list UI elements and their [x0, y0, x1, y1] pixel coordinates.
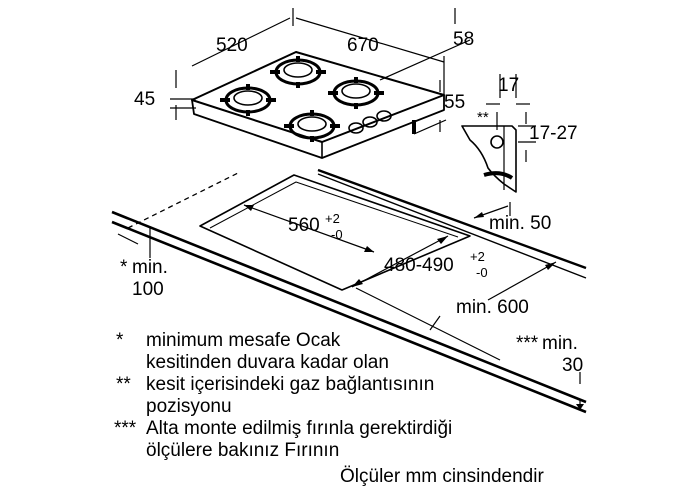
cutout — [199, 174, 471, 291]
min-below-value: 30 — [562, 355, 584, 376]
cutout-width-tol-lower: -0 — [331, 227, 343, 242]
bracket-thickness-label: 17-27 — [529, 123, 578, 144]
note-2-marker: ** — [116, 374, 131, 395]
gas-connection-marker: ** — [477, 109, 489, 126]
cutout-depth-tol-upper: +2 — [470, 249, 485, 264]
note-1-line-1: minimum mesafe Ocak — [146, 330, 341, 351]
bracket-width-label: 17 — [498, 75, 520, 96]
burner-front — [284, 110, 340, 142]
note-3-line-2: ölçülere bakınız Fırının — [146, 440, 340, 461]
hob-dimension-lines — [170, 8, 471, 135]
cutout-depth-tol-lower: -0 — [476, 265, 488, 280]
front-offset-label: 55 — [444, 92, 466, 113]
back-offset-label: 58 — [453, 29, 475, 50]
min-600-lines — [355, 261, 557, 361]
worktop — [111, 168, 587, 414]
note-3-line-1: Alta monte edilmiş fırınla gerektirdiği — [146, 418, 453, 439]
cutout-width-label: 560 — [288, 215, 320, 236]
bracket-detail — [461, 74, 536, 193]
note-1-line-2: kesitinden duvara kadar olan — [146, 352, 389, 373]
cutout-width-tol-upper: +2 — [325, 211, 340, 226]
note-2-line-1: kesit içerisindeki gaz bağlantısının — [146, 374, 435, 395]
height-label: 45 — [134, 89, 156, 110]
min-wall-prefix: * — [120, 257, 128, 278]
units-note: Ölçüler mm cinsindendir — [340, 466, 544, 487]
cutout-depth-label: 480-490 — [384, 255, 454, 276]
burner-back — [270, 56, 326, 88]
burner-left — [220, 84, 276, 116]
width-label: 670 — [347, 35, 379, 56]
depth-label: 520 — [216, 35, 248, 56]
note-2-line-2: pozisyonu — [146, 396, 232, 417]
min-back-label: min. 50 — [489, 213, 552, 234]
note-3-marker: *** — [114, 418, 137, 439]
min-wall-label: min. — [132, 257, 168, 278]
burner-right — [328, 77, 384, 109]
min-wall-value: 100 — [132, 279, 164, 300]
min-below-prefix: *** — [516, 333, 539, 354]
note-1-marker: * — [116, 330, 124, 351]
min-side-label: min. 600 — [456, 297, 529, 318]
min-below-label: min. — [542, 333, 578, 354]
